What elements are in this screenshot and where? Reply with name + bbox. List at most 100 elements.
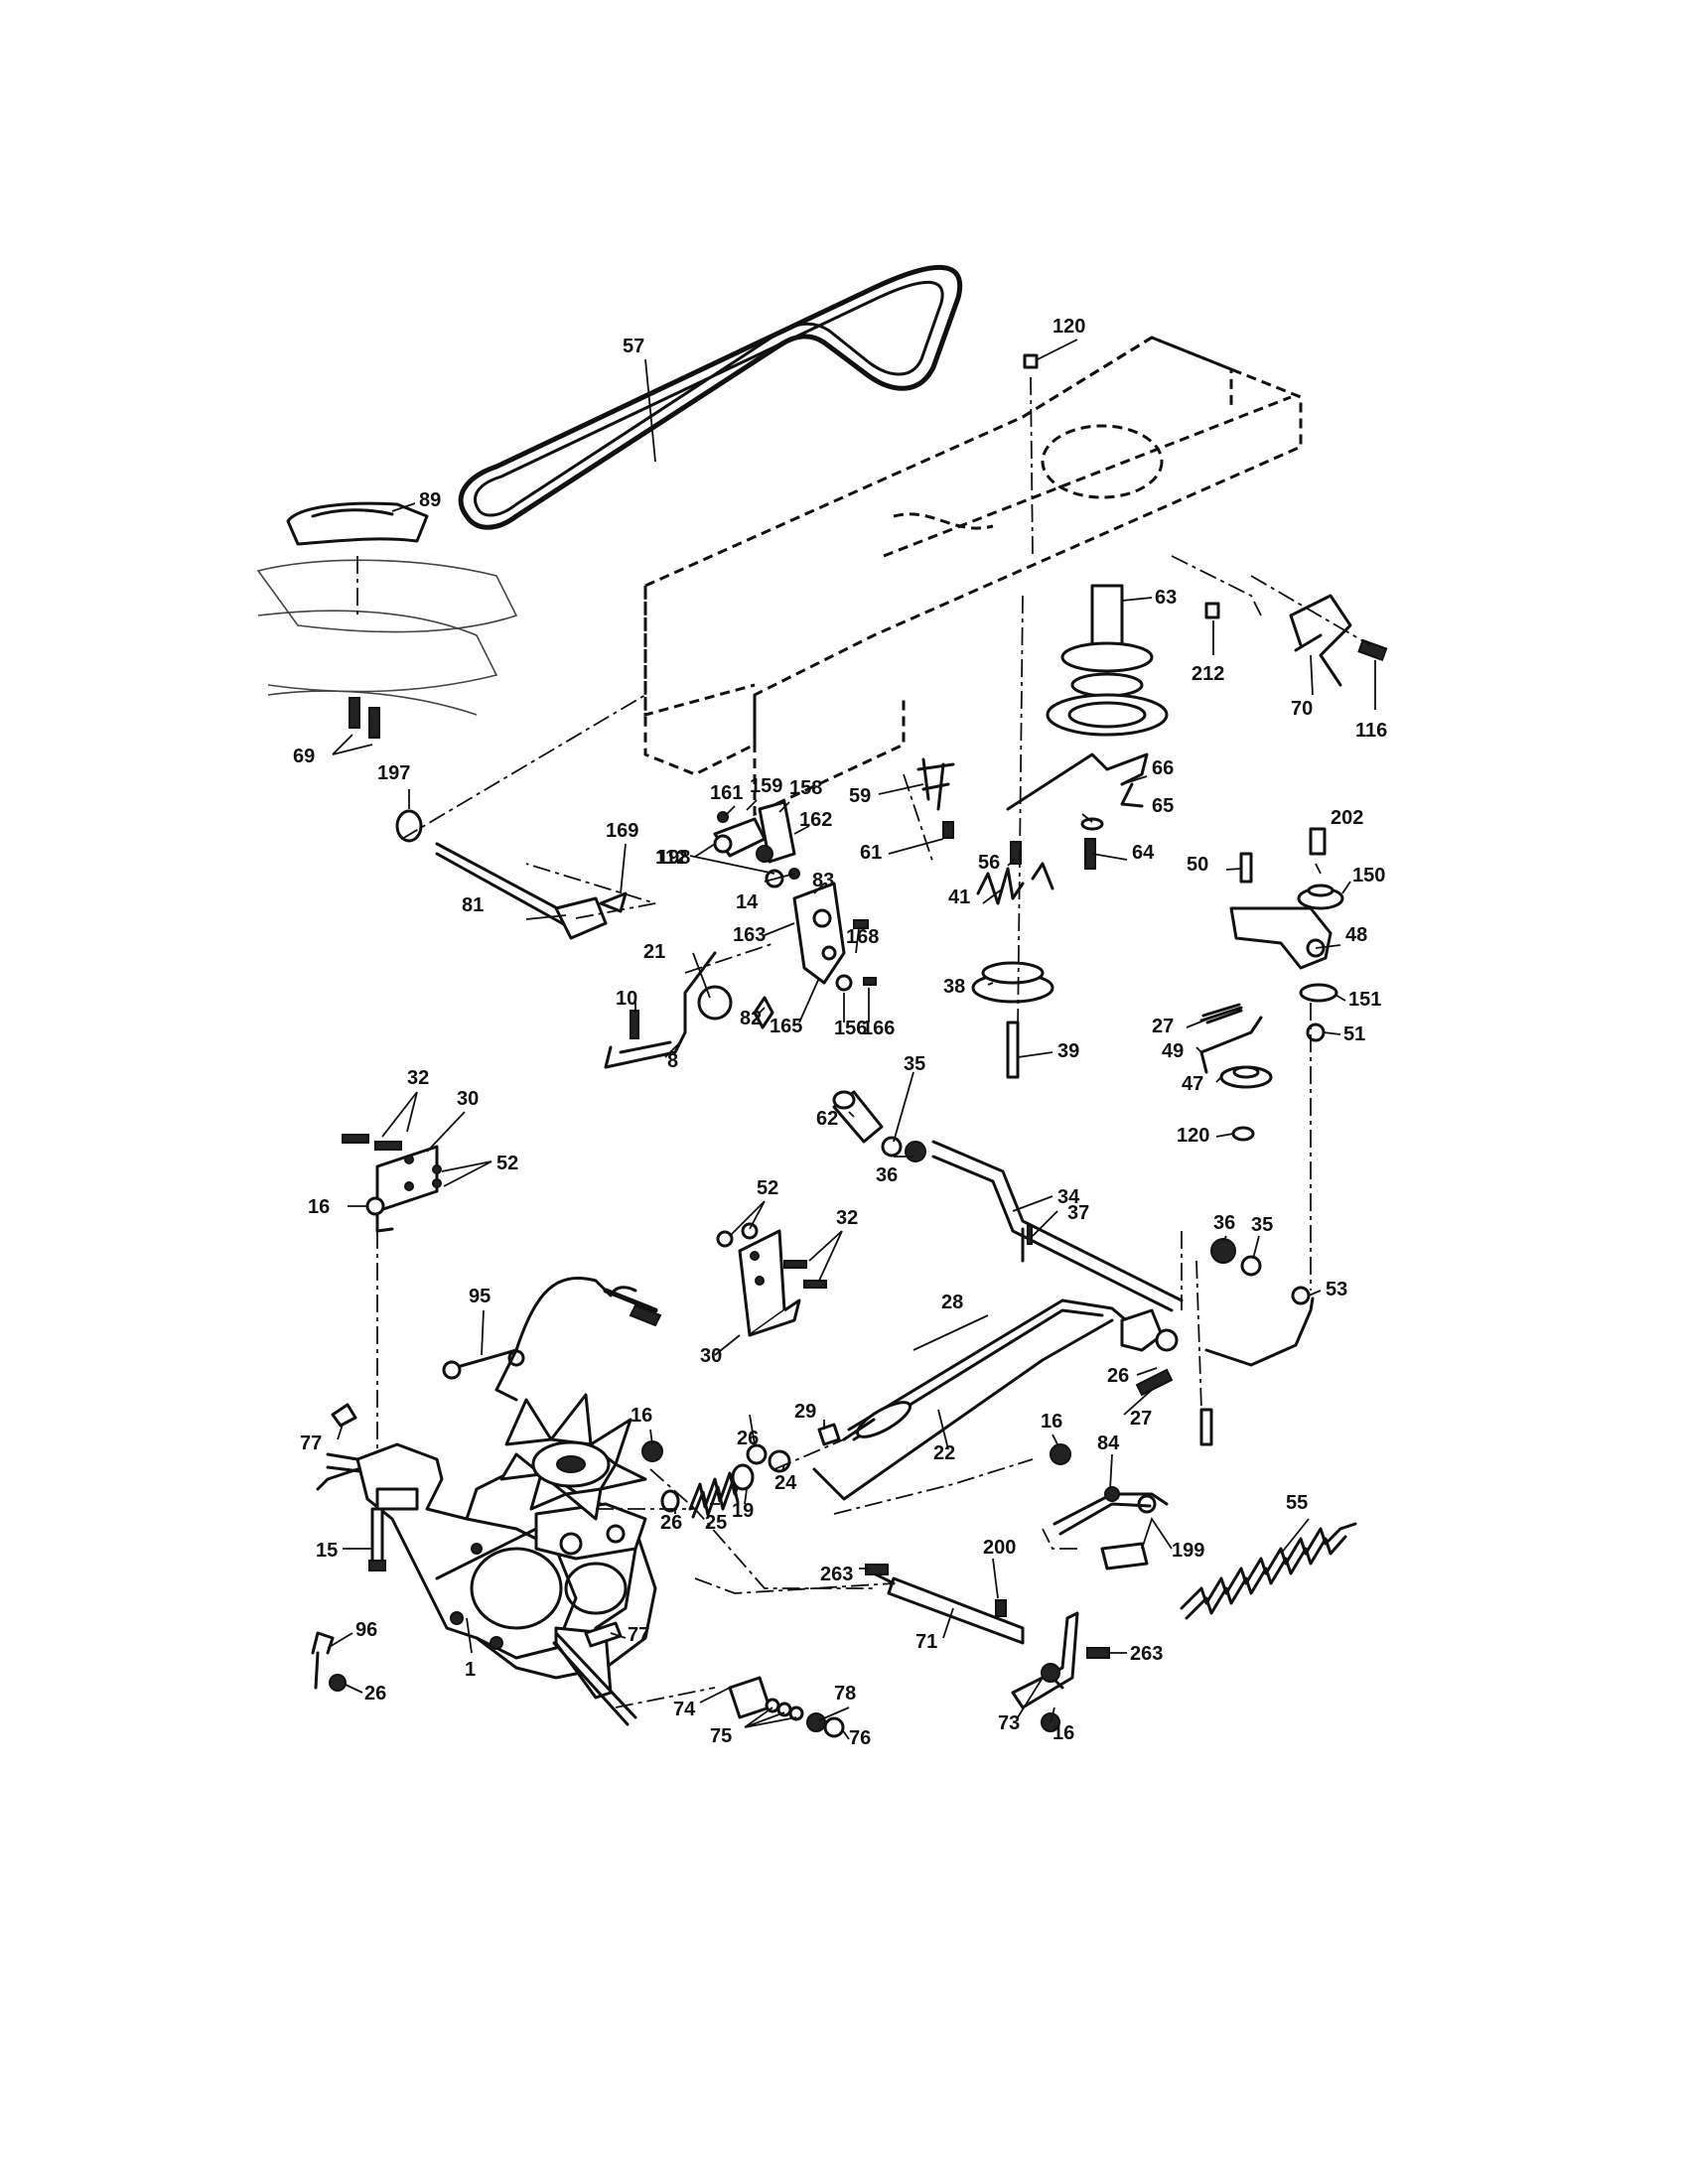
bracket-30-left xyxy=(375,1145,442,1233)
callout: 16 xyxy=(1052,1722,1074,1744)
callout: 51 xyxy=(1343,1024,1365,1045)
callout: 16 xyxy=(1041,1411,1062,1433)
right-axle xyxy=(552,1621,637,1726)
callout: 197 xyxy=(377,762,410,784)
callout: 57 xyxy=(623,336,644,357)
washer-26-center-2 xyxy=(746,1443,768,1465)
callout: 22 xyxy=(933,1442,955,1464)
callout: 26 xyxy=(1107,1365,1129,1387)
idler-bracket-159 xyxy=(713,800,796,864)
tractor-frame-phantom xyxy=(643,336,1303,817)
callout: 83 xyxy=(812,870,834,891)
callout: 8 xyxy=(667,1050,678,1072)
bracket-pivot-26 xyxy=(1120,1308,1179,1352)
callout: 77 xyxy=(300,1433,322,1454)
shaft-81 xyxy=(395,809,608,940)
nut-76 xyxy=(823,1716,845,1738)
bolt-263-left xyxy=(865,1564,889,1575)
callout: 25 xyxy=(705,1512,727,1534)
callout: 166 xyxy=(862,1018,895,1039)
callout: 200 xyxy=(983,1537,1016,1559)
callout: 29 xyxy=(794,1401,816,1423)
callout: 198 xyxy=(657,847,690,869)
callout: 30 xyxy=(457,1088,479,1110)
callout: 120 xyxy=(1177,1125,1209,1147)
callout: 151 xyxy=(1348,989,1381,1011)
rod-53 xyxy=(1204,1286,1315,1367)
callout: 212 xyxy=(1192,663,1224,685)
bolts-32-left xyxy=(342,1134,402,1151)
washers-112-14-83 xyxy=(765,868,800,888)
callout: 96 xyxy=(355,1619,377,1641)
callout: 10 xyxy=(616,988,637,1010)
callout-labels: 57 120 89 63 212 70 116 69 197 59 66 161… xyxy=(293,316,1387,1749)
nut-24 xyxy=(768,1449,791,1473)
drive-belt-57 xyxy=(458,265,963,530)
callout: 49 xyxy=(1162,1040,1184,1062)
bolt-263-right xyxy=(1086,1647,1110,1659)
washer-78 xyxy=(806,1712,826,1732)
bolts-32-center xyxy=(783,1260,827,1289)
callout: 56 xyxy=(978,852,1000,874)
rod-22 xyxy=(812,1318,1114,1501)
callout: 28 xyxy=(941,1292,963,1313)
nut-120-top xyxy=(1023,353,1039,369)
washer-26-center xyxy=(660,1489,680,1513)
callout: 150 xyxy=(1352,865,1385,887)
washer-36-right xyxy=(1210,1238,1236,1264)
callout: 63 xyxy=(1155,587,1177,609)
hardware-212-70-116 xyxy=(1204,594,1388,687)
callout: 55 xyxy=(1286,1492,1308,1514)
bushing-74 xyxy=(728,1676,772,1719)
callout: 81 xyxy=(462,894,484,916)
callout: 37 xyxy=(1067,1202,1089,1224)
callout: 263 xyxy=(1130,1643,1163,1665)
callout: 26 xyxy=(364,1683,386,1705)
bushing-62 xyxy=(832,1090,884,1144)
spring-55 xyxy=(1180,1522,1357,1620)
callout: 84 xyxy=(1097,1433,1120,1454)
washer-35-upper xyxy=(881,1136,903,1158)
callout: 165 xyxy=(770,1016,802,1037)
callout: 50 xyxy=(1187,854,1208,876)
fender-89 xyxy=(256,501,518,716)
callout: 78 xyxy=(834,1683,856,1705)
callout: 30 xyxy=(700,1345,722,1367)
callout: 48 xyxy=(1345,924,1367,946)
callout: 161 xyxy=(710,782,743,804)
washer-26-left xyxy=(329,1674,347,1692)
callout: 14 xyxy=(736,891,759,913)
callout: 116 xyxy=(1355,720,1387,742)
callout: 52 xyxy=(757,1177,778,1199)
callout: 95 xyxy=(469,1286,491,1307)
callout: 32 xyxy=(407,1067,429,1089)
callout: 34 xyxy=(1057,1186,1080,1208)
nut-16-right xyxy=(1050,1443,1071,1465)
callout: 199 xyxy=(1172,1540,1204,1562)
nut-120-lower xyxy=(1231,1126,1255,1142)
lever-8 xyxy=(604,951,717,1069)
callout: 59 xyxy=(849,785,871,807)
callout: 36 xyxy=(1213,1212,1235,1234)
washers-75 xyxy=(765,1698,804,1721)
bracket-165 xyxy=(792,882,846,985)
pulley-150 xyxy=(1297,884,1344,910)
bracket-30-center xyxy=(738,1229,801,1337)
callout: 112 xyxy=(655,847,687,869)
bolt-200 xyxy=(995,1599,1007,1617)
bolt-27-lower xyxy=(1135,1368,1174,1397)
washer-36-upper xyxy=(905,1141,926,1162)
callout: 26 xyxy=(660,1512,682,1534)
rod-28 xyxy=(842,1298,1134,1441)
shift-lever-95 xyxy=(442,1277,662,1402)
rod-66 xyxy=(1006,752,1149,811)
pulley-151 xyxy=(1299,983,1338,1003)
callout: 15 xyxy=(316,1540,338,1562)
callout: 16 xyxy=(631,1405,652,1427)
callout: 53 xyxy=(1326,1279,1347,1300)
bracket-59 xyxy=(916,757,955,839)
callout: 66 xyxy=(1152,757,1174,779)
callout: 19 xyxy=(732,1500,754,1522)
pulley-38 xyxy=(971,961,1054,1079)
